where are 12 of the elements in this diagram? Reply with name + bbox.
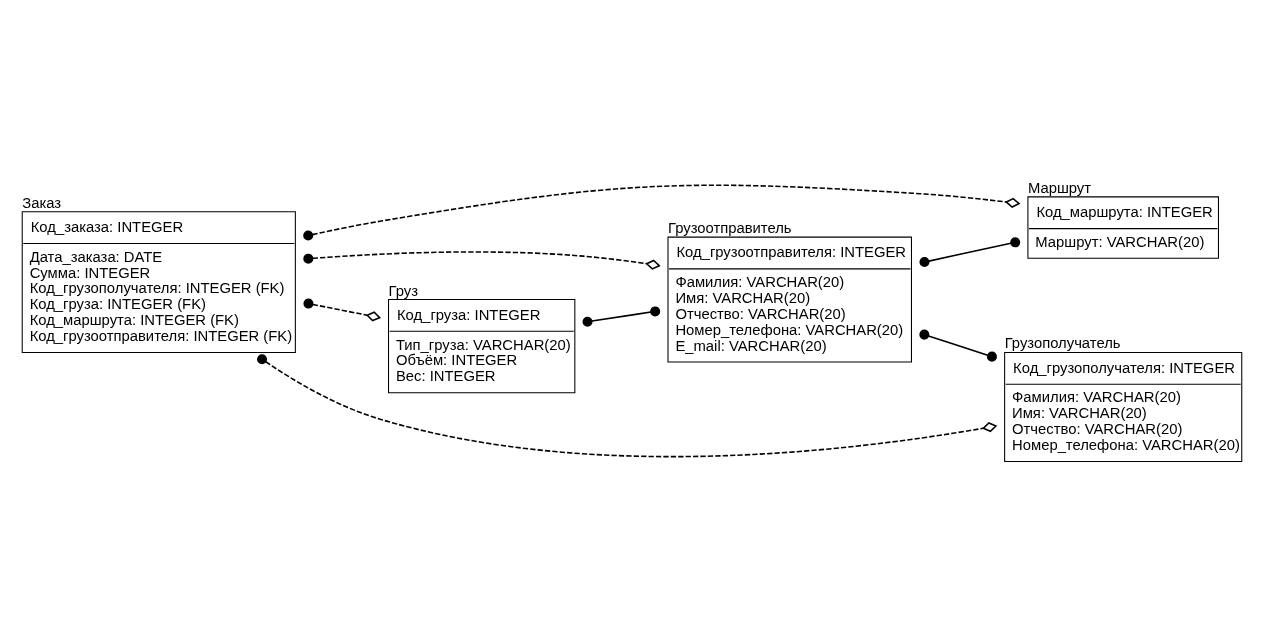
node-label: Груз [388, 282, 418, 299]
node-label: Маршрут [1027, 179, 1092, 196]
node-label: Грузоотправитель [667, 219, 792, 236]
connector [257, 353, 998, 457]
connector [303, 250, 661, 270]
node-label: Заказ [22, 194, 62, 211]
connector [303, 184, 1021, 241]
connector [303, 298, 382, 322]
node-label: Грузополучатель [1004, 334, 1121, 351]
connector [919, 236, 1021, 267]
connector [919, 329, 997, 362]
connector [582, 305, 661, 327]
